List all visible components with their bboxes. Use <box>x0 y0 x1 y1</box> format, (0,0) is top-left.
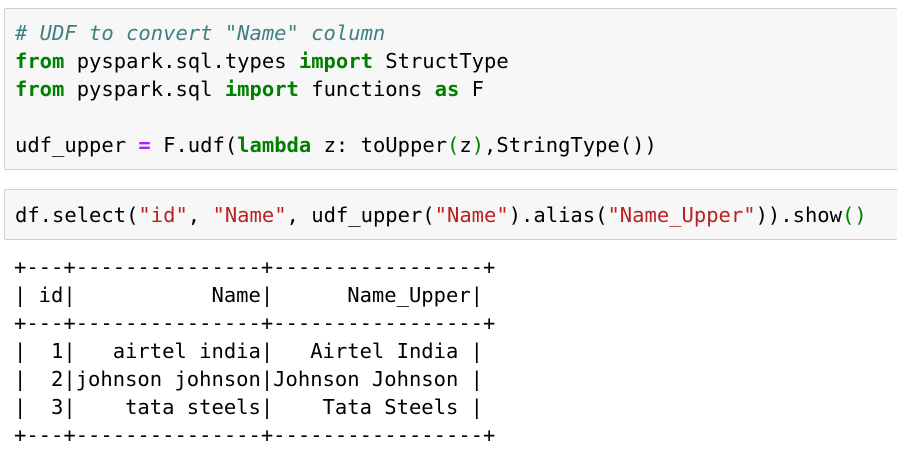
lambda-arg: z <box>459 133 472 157</box>
table-header: | id| Name| Name_Upper| <box>14 283 483 307</box>
cell-output-table: +---+---------------+-----------------+ |… <box>4 253 495 449</box>
alias-name: F <box>459 77 485 101</box>
paren-close: ) <box>471 133 485 157</box>
code-text: )).show <box>755 203 842 227</box>
code-text: df.select( <box>15 203 139 227</box>
code-line-udf-assign: udf_upper = F.udf(lambda z: toUpper(z),S… <box>15 131 897 159</box>
comment-text: # UDF to convert "Name" column <box>15 21 386 45</box>
table-row: | 2|johnson johnson|Johnson Johnson | <box>14 367 483 391</box>
udf-call: F.udf( <box>150 133 238 157</box>
string-literal: "id" <box>138 203 188 227</box>
module-name: pyspark.sql.types <box>64 49 299 73</box>
module-name: pyspark.sql <box>64 77 225 101</box>
keyword-from: from <box>15 77 65 101</box>
udf-return-type: ,StringType()) <box>484 133 657 157</box>
keyword-lambda: lambda <box>237 133 312 157</box>
table-border-mid: +---+---------------+-----------------+ <box>14 311 496 335</box>
paren-pair: () <box>841 203 867 227</box>
table-border-top: +---+---------------+-----------------+ <box>14 255 496 279</box>
string-literal: "Name_Upper" <box>607 203 756 227</box>
keyword-import: import <box>224 77 299 101</box>
code-line-comment: # UDF to convert "Name" column <box>15 19 897 47</box>
string-literal: "Name" <box>434 203 509 227</box>
code-line-select: df.select("id", "Name", udf_upper("Name"… <box>15 201 897 229</box>
code-text: ).alias( <box>508 203 608 227</box>
table-border-bottom: +---+---------------+-----------------+ <box>14 423 496 447</box>
string-literal: "Name" <box>212 203 287 227</box>
table-row: | 1| airtel india| Airtel India | <box>14 339 483 363</box>
keyword-from: from <box>15 49 65 73</box>
code-cell-select-show[interactable]: df.select("id", "Name", udf_upper("Name"… <box>4 189 897 240</box>
assign-operator: = <box>138 133 151 157</box>
variable-name: udf_upper <box>15 133 139 157</box>
table-row: | 3| tata steels| Tata Steels | <box>14 395 483 419</box>
paren-open: ( <box>447 133 460 157</box>
code-editor[interactable]: df.select("id", "Name", udf_upper("Name"… <box>5 190 897 229</box>
code-text: , udf_upper( <box>286 203 435 227</box>
lambda-body: z: toUpper <box>311 133 447 157</box>
code-line-import-structtype: from pyspark.sql.types import StructType <box>15 47 897 75</box>
code-text: , <box>187 203 213 227</box>
imported-name: functions <box>298 77 435 101</box>
code-line-blank <box>15 103 897 131</box>
code-line-import-functions: from pyspark.sql import functions as F <box>15 75 897 103</box>
imported-name: StructType <box>372 49 509 73</box>
keyword-import: import <box>298 49 373 73</box>
keyword-as: as <box>434 77 460 101</box>
